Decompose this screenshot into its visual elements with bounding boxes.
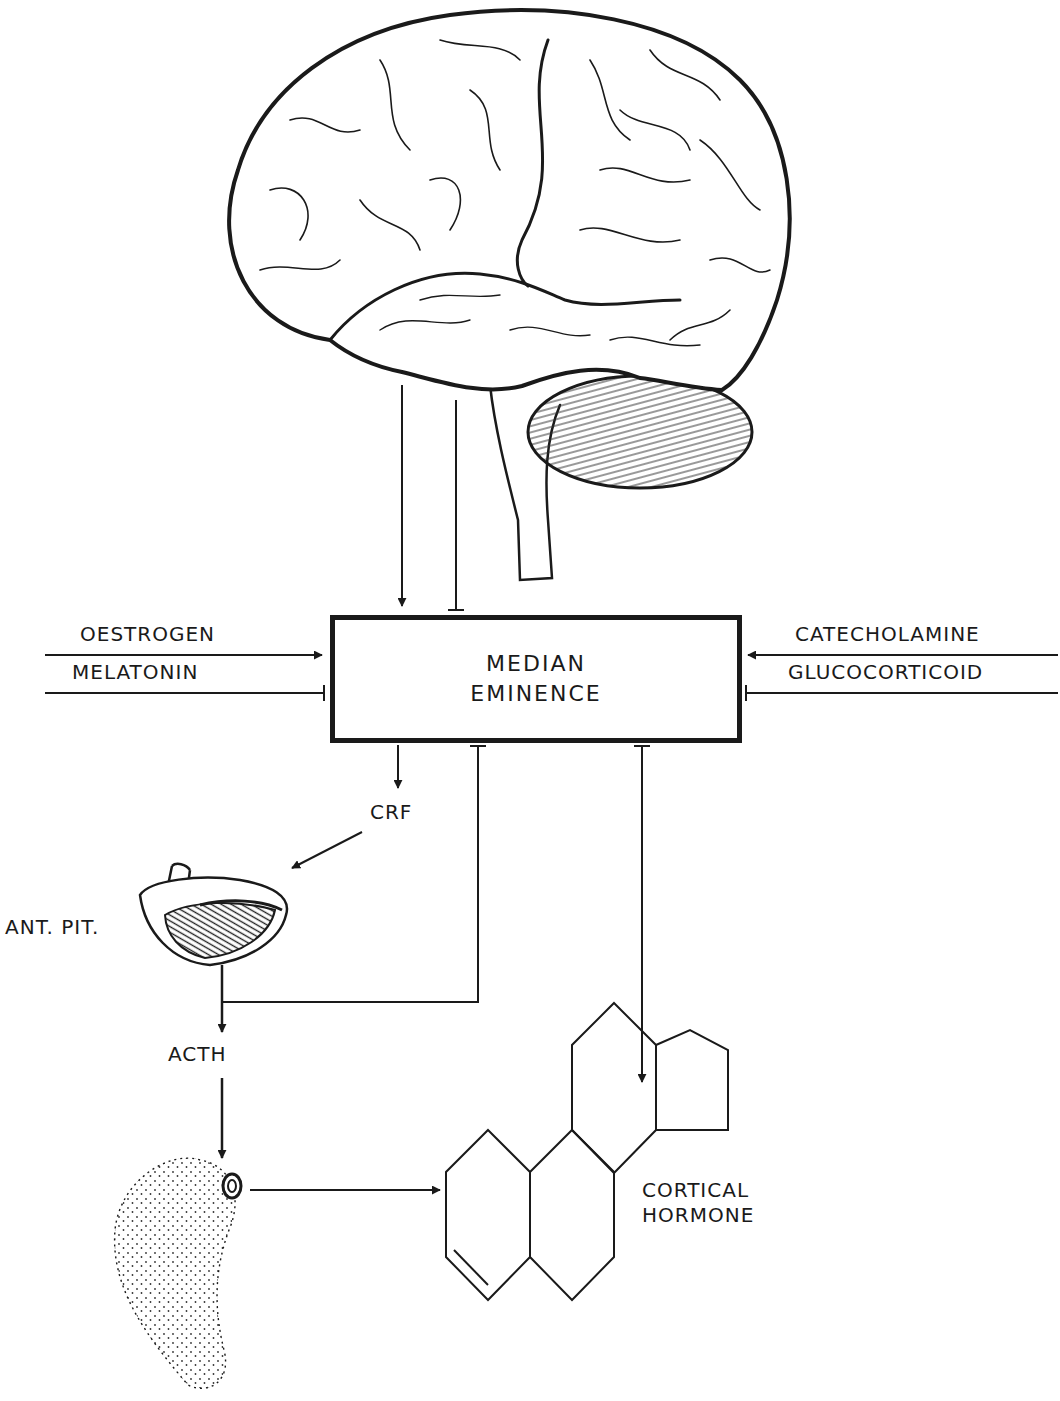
pituitary-drawing — [140, 864, 287, 965]
input-label: OESTROGEN — [80, 622, 300, 647]
brain-drawing — [229, 10, 790, 580]
adrenal-drawing — [115, 1158, 241, 1388]
input-label: CATECHOLAMINE — [795, 622, 1050, 647]
organ-label: ANT. PIT. — [5, 915, 130, 940]
pathway-line — [222, 745, 650, 1190]
input-label: MELATONIN — [72, 660, 292, 685]
factor-label: CRF — [370, 800, 450, 825]
steroid-structure — [446, 1003, 728, 1300]
hormone-label: ACTH — [168, 1042, 278, 1067]
hormone-label: CORTICAL HORMONE — [642, 1178, 802, 1228]
box-text: MEDIAN EMINENCE — [436, 649, 636, 708]
process-box: MEDIAN EMINENCE — [330, 615, 742, 743]
control-line — [402, 385, 464, 610]
input-label: GLUCOCORTICOID — [788, 660, 1050, 685]
